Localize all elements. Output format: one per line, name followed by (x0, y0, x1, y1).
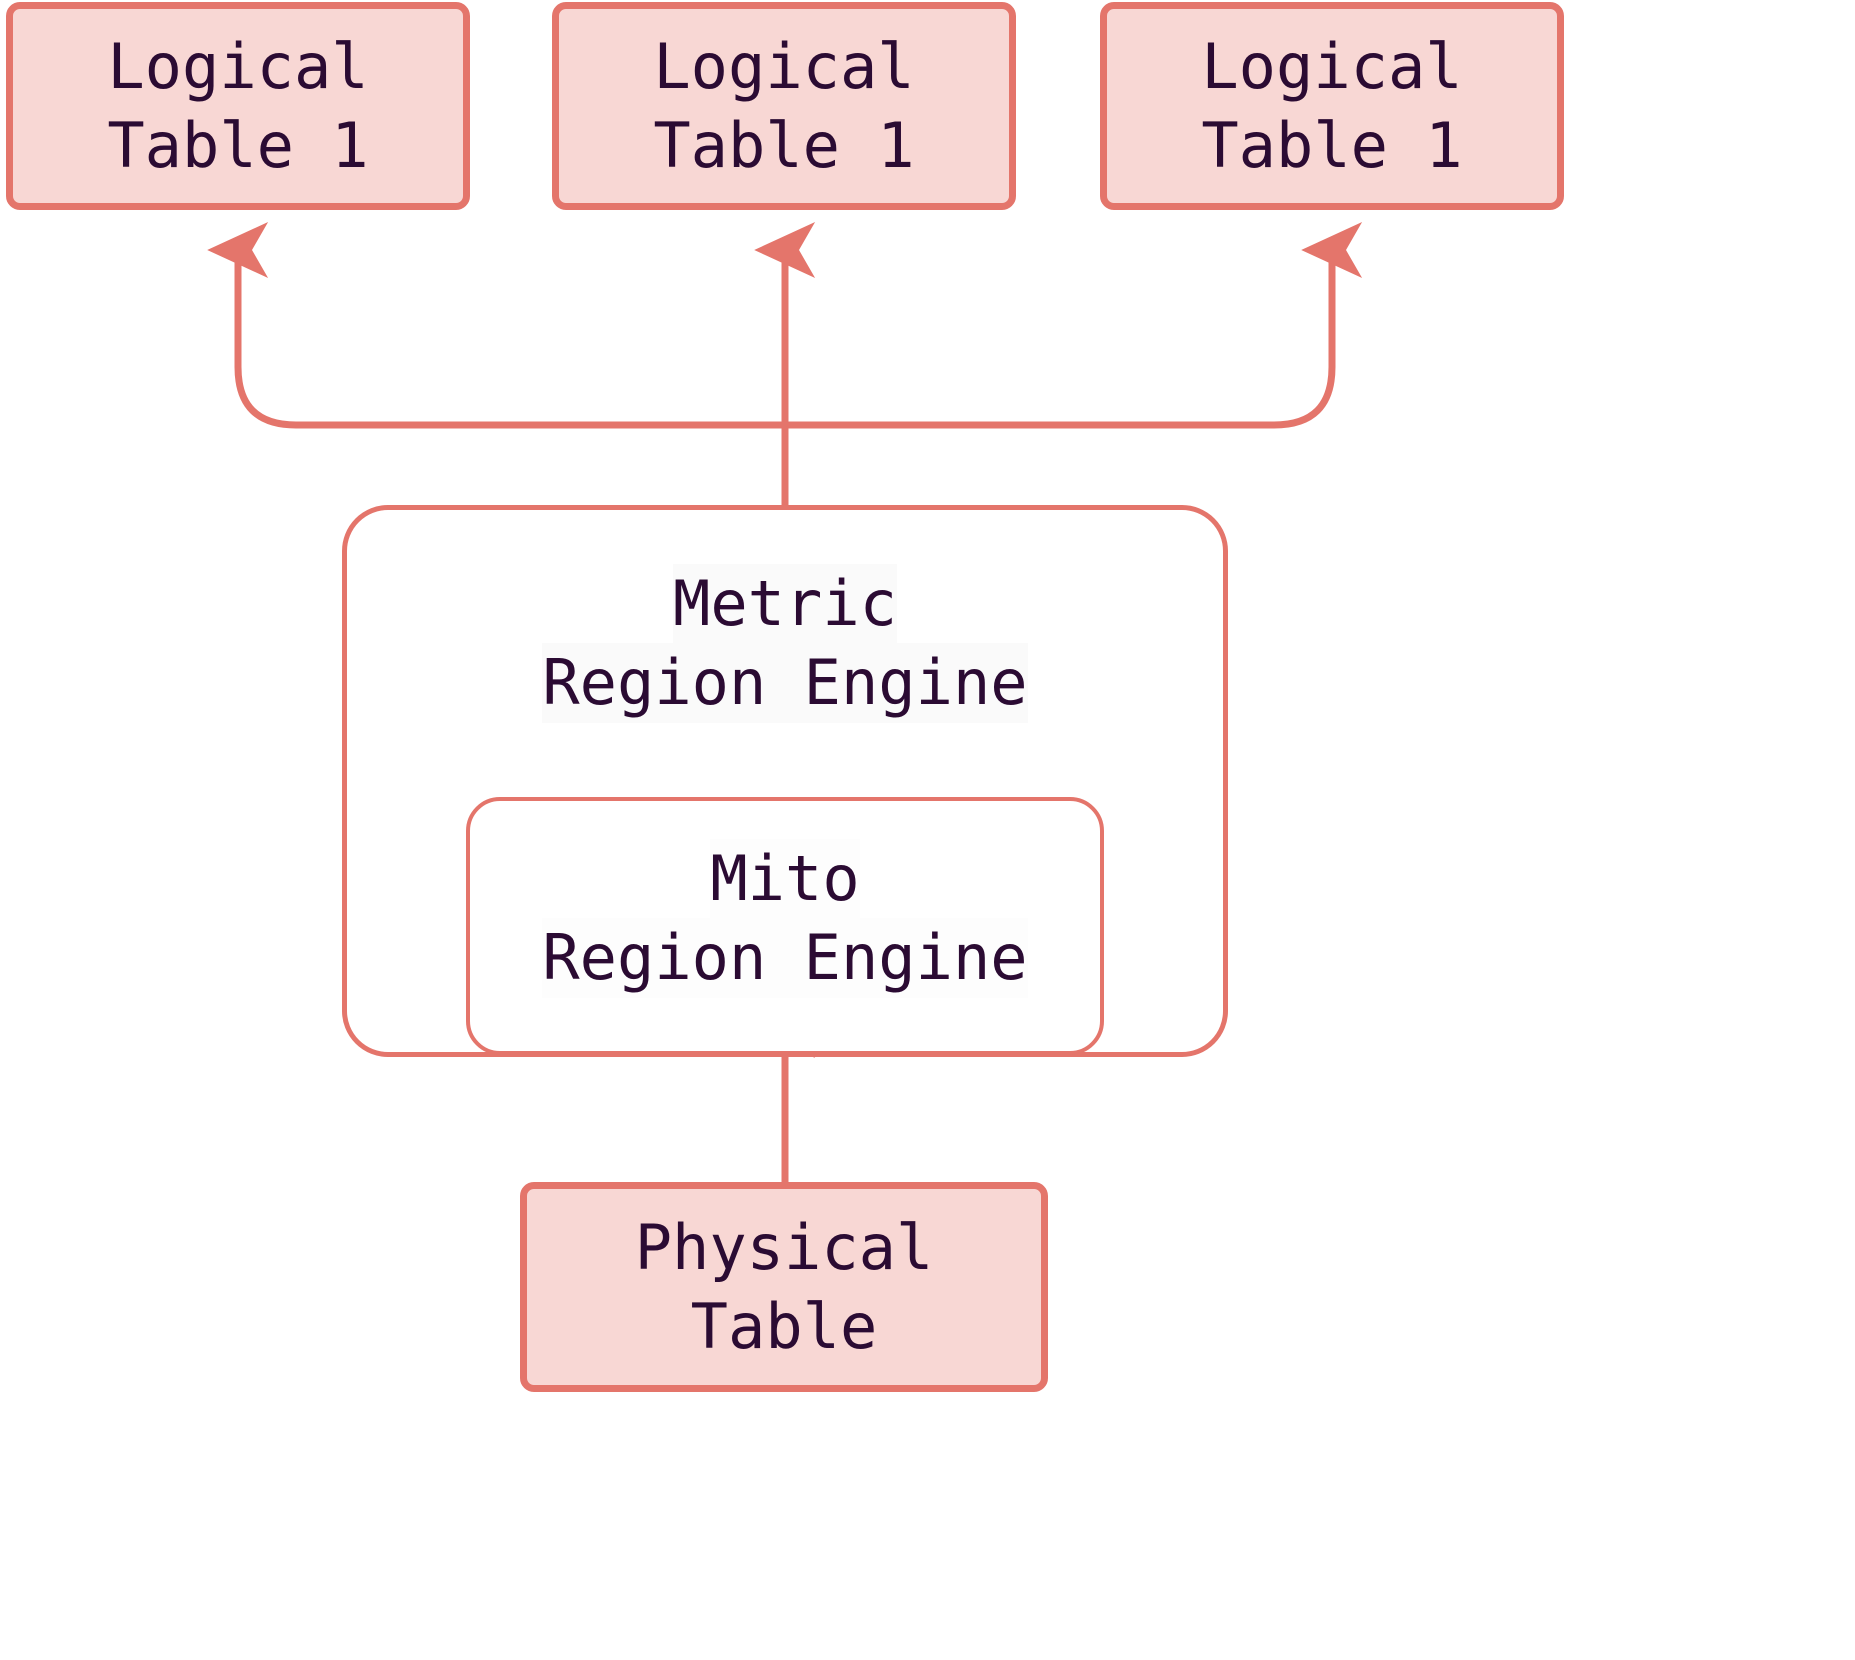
logical-table-3-line1: Logical (1201, 29, 1463, 103)
logical-table-1-node[interactable]: Logical Table 1 (6, 2, 470, 210)
metric-region-engine-line1: Metric (673, 564, 897, 644)
edge-bus-to-logical-1 (207, 221, 785, 429)
mito-region-engine-line2: Region Engine (542, 918, 1028, 998)
edge-bus-to-logical-3 (785, 221, 1363, 429)
logical-table-3-node[interactable]: Logical Table 1 (1100, 2, 1564, 210)
logical-table-1-line2: Table 1 (107, 109, 369, 182)
physical-table-line2: Table (690, 1290, 878, 1363)
logical-table-3-line2: Table 1 (1201, 109, 1463, 182)
metric-region-engine-container[interactable]: Metric Region Engine (342, 505, 1228, 1057)
mito-region-engine-container[interactable]: Mito Region Engine (466, 797, 1104, 1055)
logical-table-2-line2: Table 1 (653, 109, 915, 182)
logical-table-2-line1: Logical (653, 29, 915, 103)
physical-table-node[interactable]: Physical Table (520, 1182, 1048, 1392)
logical-table-1-line1: Logical (107, 29, 369, 103)
physical-table-line1: Physical (634, 1210, 934, 1284)
logical-table-2-node[interactable]: Logical Table 1 (552, 2, 1016, 210)
metric-region-engine-line2: Region Engine (542, 643, 1028, 723)
mito-region-engine-line1: Mito (710, 839, 860, 919)
